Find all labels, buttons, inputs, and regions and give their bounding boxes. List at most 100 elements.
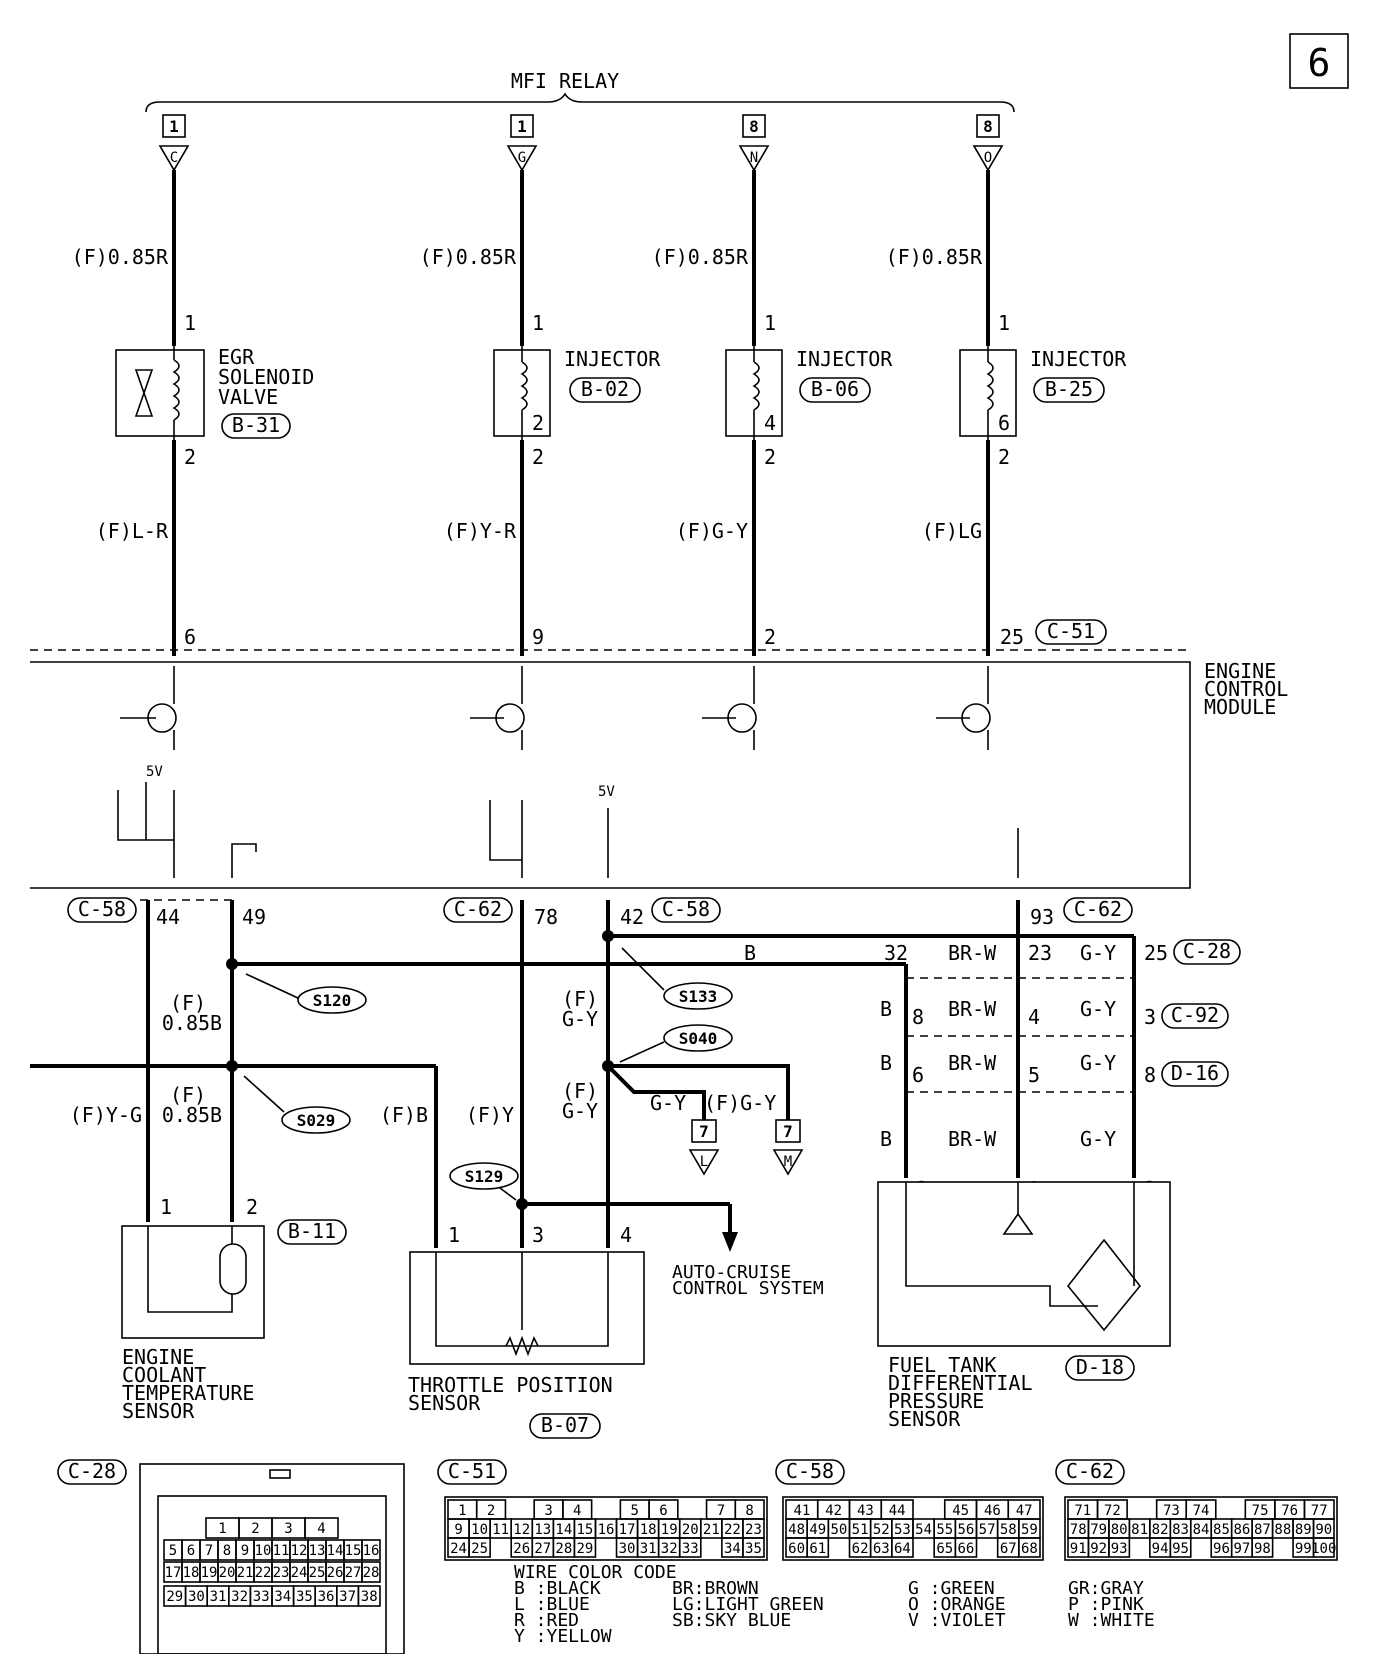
svg-text:5: 5: [1028, 1063, 1040, 1087]
c28-label: C-28: [68, 1459, 116, 1483]
relay-pin-3: 8 N: [738, 114, 770, 172]
ect-code-badge: [277, 1219, 347, 1245]
ecm-c62-badge-1: [443, 897, 513, 923]
junction-dots: [226, 930, 614, 1210]
connector-pin: 19: [661, 1522, 678, 1538]
svg-text:M: M: [784, 1154, 792, 1170]
connector-outline: [444, 1496, 768, 1561]
connector-pin: 77: [1311, 1503, 1328, 1519]
c28-pin: 33: [253, 1589, 270, 1605]
connector-pin: 9: [454, 1522, 462, 1538]
connector-pin: 92: [1090, 1541, 1107, 1557]
connector-pin: 85: [1213, 1522, 1230, 1538]
injector-1-label: INJECTOR: [564, 347, 661, 371]
ecm-label-2: CONTROL: [1204, 677, 1288, 701]
connector-pin: 61: [809, 1541, 826, 1557]
svg-text:C-28: C-28: [1183, 939, 1231, 963]
connector-pin: 4: [573, 1503, 581, 1519]
connector-pin: 17: [619, 1522, 636, 1538]
c28-pin: 2: [251, 1521, 259, 1537]
v5-label-2: 5V: [598, 784, 615, 800]
wire-gy-l: G-Y: [650, 1091, 686, 1115]
svg-text:B: B: [880, 1127, 892, 1151]
tps-label-2: SENSOR: [408, 1391, 481, 1415]
ftdp-label-3: PRESSURE: [888, 1389, 984, 1413]
connector-pin: 60: [788, 1541, 805, 1557]
lower-wires: [30, 900, 1136, 1248]
connector-pin: 84: [1193, 1522, 1210, 1538]
c28-pin: 27: [345, 1565, 362, 1581]
injector-1-pin-in: 2: [532, 411, 544, 435]
ecm-pin-44: 44: [156, 905, 180, 929]
ecm-c62-badge-2: [1063, 897, 1133, 923]
svg-text:S129: S129: [465, 1167, 504, 1186]
connector-cell: [1169, 1537, 1192, 1558]
connector-pin: 33: [682, 1541, 699, 1557]
connector-pin: 73: [1163, 1503, 1180, 1519]
connector-pin: 32: [661, 1541, 678, 1557]
c28-pin: 20: [219, 1565, 236, 1581]
wire-label-3: (F)0.85R: [652, 245, 749, 269]
connector-pin: 96: [1213, 1541, 1230, 1557]
svg-text:3: 3: [1144, 1005, 1156, 1029]
auto-cruise-1: AUTO-CRUISE: [672, 1262, 791, 1283]
connector-pin: 53: [894, 1522, 911, 1538]
c28-pin: 11: [273, 1543, 290, 1559]
injector-3: [959, 346, 1017, 440]
connector-pin: 68: [1021, 1541, 1038, 1557]
top-wires: [172, 170, 990, 656]
connector-pin: 98: [1254, 1541, 1271, 1557]
c28-pin: 31: [210, 1589, 227, 1605]
connector-pin: 93: [1111, 1541, 1128, 1557]
connector-pin: 90: [1315, 1522, 1332, 1538]
connector-pin: 65: [936, 1541, 953, 1557]
ect-pin-2: 2: [246, 1195, 258, 1219]
ecm-top-pin-1: 6: [184, 625, 196, 649]
connector-cell: [891, 1537, 914, 1558]
connector-pin: 35: [745, 1541, 762, 1557]
svg-text:S133: S133: [679, 987, 718, 1006]
svg-text:25: 25: [1144, 941, 1168, 965]
c28-pin: 26: [327, 1565, 344, 1581]
svg-text:7: 7: [783, 1122, 793, 1141]
wire-fgy-m: (F)G-Y: [704, 1091, 776, 1115]
c28-pin: 15: [345, 1543, 362, 1559]
mid-wire-2: (F)Y-R: [444, 519, 517, 543]
ect-label-1: ENGINE: [122, 1345, 194, 1369]
injector-2-pin-in: 4: [764, 411, 776, 435]
ecm-label-1: ENGINE: [1204, 659, 1276, 683]
connector-pin: 64: [894, 1541, 911, 1557]
c28-pin: 28: [363, 1565, 380, 1581]
c28-pin: 23: [273, 1565, 290, 1581]
ecm-pin-42: 42: [620, 905, 644, 929]
c28-pin: 12: [291, 1543, 308, 1559]
ftdp-code-badge: [1065, 1355, 1135, 1381]
ecm-c58-1: C-58: [78, 897, 126, 921]
connector-pin: 97: [1233, 1541, 1250, 1557]
c28-pin: 18: [183, 1565, 200, 1581]
pin-top-2: 1: [532, 311, 544, 335]
connector-pin: 1: [458, 1503, 466, 1519]
fuel-wire-labels: B B B BR-W BR-W BR-W BR-W G-Y G-Y G-Y G-…: [880, 941, 1116, 1151]
connector-pin: 15: [577, 1522, 594, 1538]
relay-pin-2: 1 G: [506, 114, 538, 172]
svg-text:1: 1: [517, 117, 527, 136]
svg-text:BR-W: BR-W: [948, 1051, 997, 1075]
svg-text:O: O: [984, 150, 992, 166]
connector-pin: 75: [1252, 1503, 1269, 1519]
tps-pin-4: 4: [620, 1223, 632, 1247]
connector-pin: 47: [1016, 1503, 1033, 1519]
ecm-c62-1: C-62: [454, 897, 502, 921]
svg-text:BR-W: BR-W: [948, 997, 997, 1021]
svg-text:8: 8: [1144, 1063, 1156, 1087]
connector-pin: 31: [640, 1541, 657, 1557]
svg-text:S040: S040: [679, 1029, 718, 1048]
c58-label-badge: [775, 1459, 845, 1485]
c28-pin: 4: [317, 1521, 325, 1537]
c28-pin: 7: [205, 1543, 213, 1559]
ecm-top-pin-3: 2: [764, 625, 776, 649]
tps-label-1: THROTTLE POSITION: [408, 1373, 613, 1397]
wire-b-top: B: [744, 941, 756, 965]
